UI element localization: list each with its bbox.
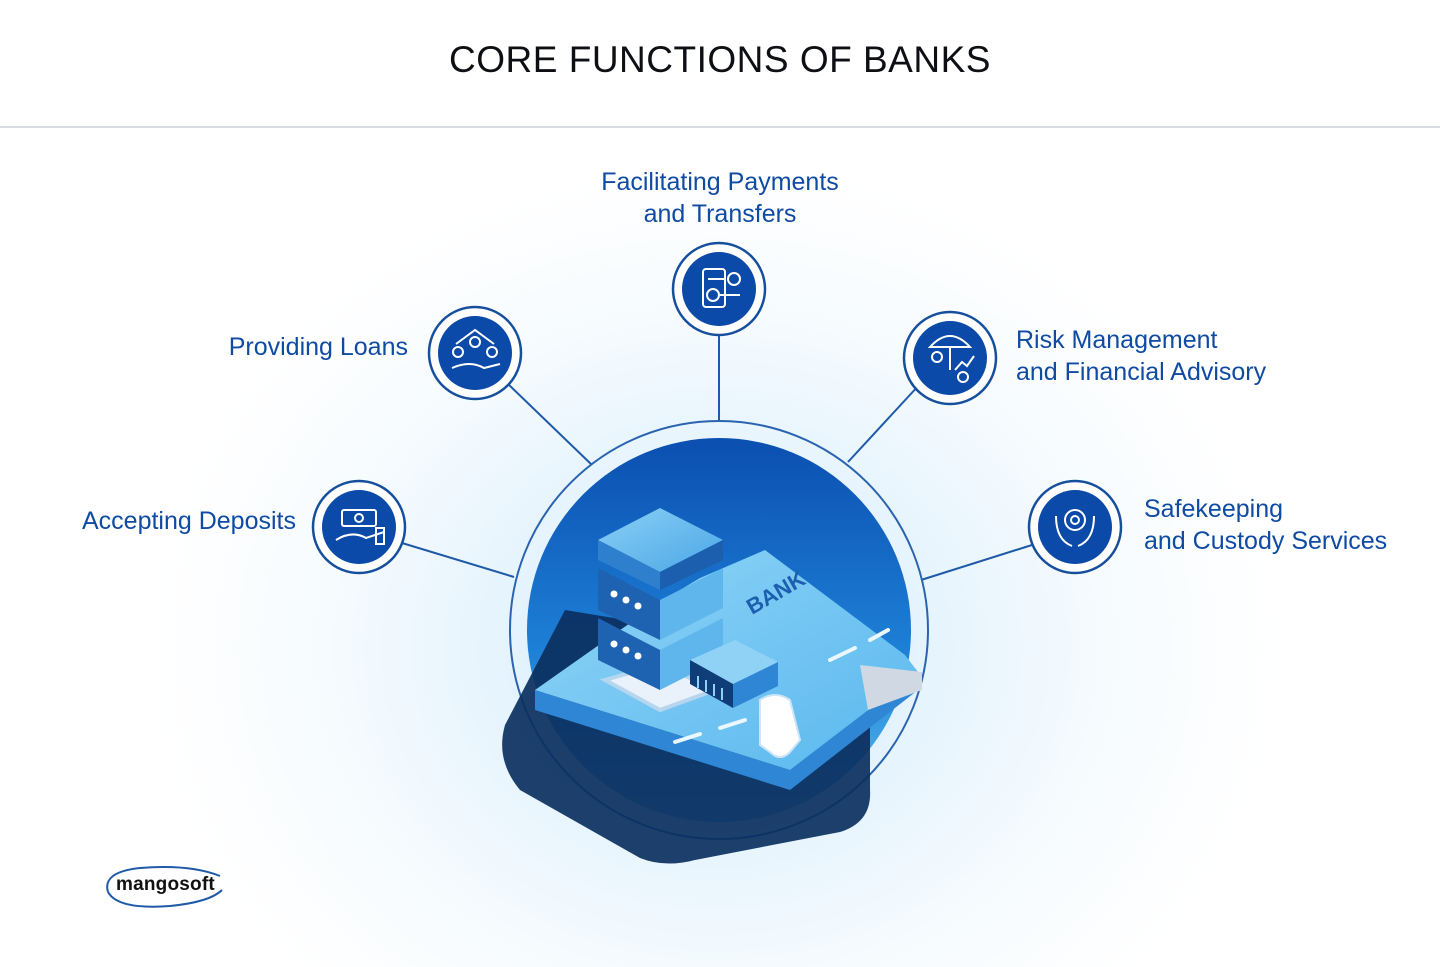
label-risk: Risk Management and Financial Advisory [1016,324,1316,388]
header-bar: CORE FUNCTIONS OF BANKS [0,0,1440,128]
label-safekeeping-line2: and Custody Services [1144,527,1388,555]
hands-vault-icon [1055,509,1095,547]
connector-risk [847,383,921,463]
label-safekeeping: Safekeeping and Custody Services [1144,493,1424,557]
page-title: CORE FUNCTIONS OF BANKS [449,39,991,80]
umbrella-advisor-growth-icon [927,335,975,383]
node-payments [671,241,767,337]
label-deposits-line1: Accepting Deposits [81,507,296,535]
label-loans-line1: Providing Loans [228,333,408,361]
card-receipt [860,665,922,710]
label-payments-line1: Facilitating Payments [601,168,839,196]
house-loan-hand-icon [451,328,501,370]
node-risk [902,310,998,406]
card-stripes [673,628,890,744]
connector-deposits [401,542,515,578]
phone-money-transfer-icon [702,268,741,308]
node-deposits [311,479,407,575]
connector-safekeeping [920,544,1033,581]
bank-illustration: BANK [502,508,922,864]
connector-lines [401,333,1033,581]
label-safekeeping-line1: Safekeeping [1144,495,1284,523]
brand-logo-text: mangosoft [116,874,215,895]
node-loans [427,305,523,401]
terminal-box [690,640,802,758]
connector-loans [507,383,593,466]
label-risk-line1: Risk Management [1016,326,1218,354]
label-deposits: Accepting Deposits [40,505,296,537]
label-loans: Providing Loans [200,331,408,363]
node-safekeeping [1027,479,1123,575]
card-side [535,672,918,790]
brand-logo-swoosh [106,866,223,908]
server-stack [598,508,723,690]
label-risk-line2: and Financial Advisory [1016,358,1267,386]
label-payments-line2: and Transfers [643,200,797,228]
cash-hand-icon [335,509,385,545]
label-payments: Facilitating Payments and Transfers [590,166,850,230]
